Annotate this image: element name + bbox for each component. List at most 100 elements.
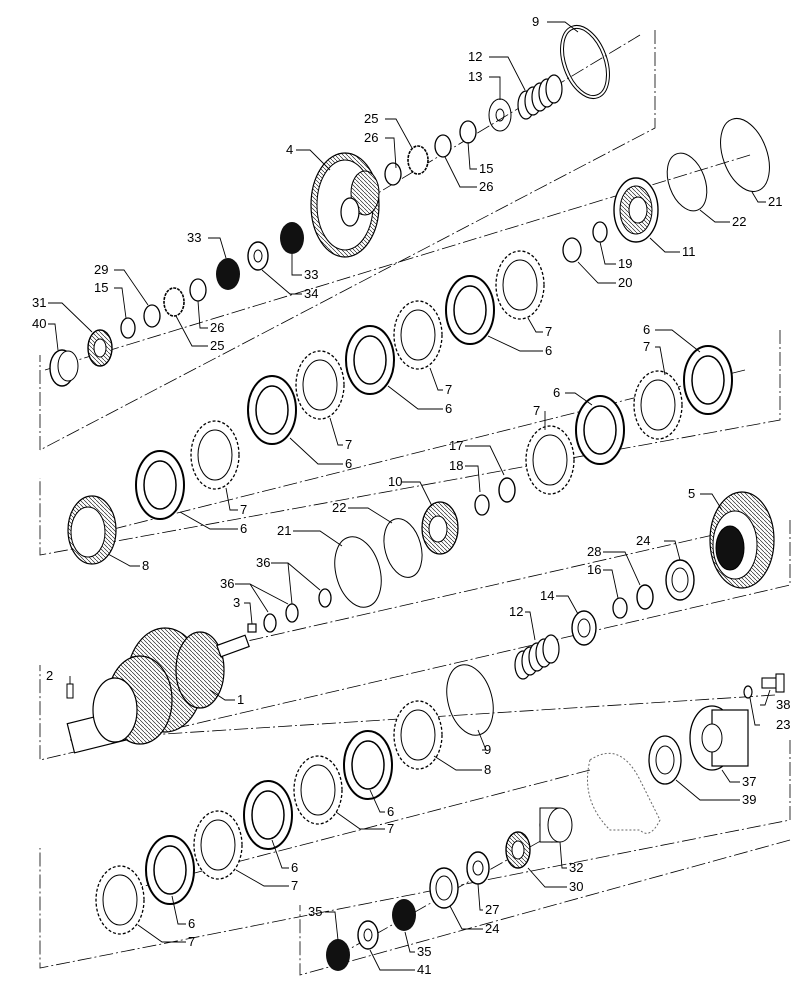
callout-27: 27 <box>485 902 499 917</box>
callout-14: 14 <box>540 588 554 603</box>
callout-24: 24 <box>485 921 499 936</box>
callout-8: 8 <box>484 762 491 777</box>
part-upper-small-rings <box>384 120 477 186</box>
part-22-ring <box>666 152 708 212</box>
part-33-needle-bearing <box>216 222 304 290</box>
callout-32: 32 <box>569 860 583 875</box>
callout-15: 15 <box>479 161 493 176</box>
callout-35: 35 <box>417 944 431 959</box>
callout-36: 36 <box>220 576 234 591</box>
callout-7: 7 <box>643 339 650 354</box>
callout-33: 33 <box>304 267 318 282</box>
callout-7: 7 <box>445 382 452 397</box>
part-24-plate-lower <box>429 867 459 909</box>
part-left-small-rings <box>120 278 207 339</box>
callout-29: 29 <box>94 262 108 277</box>
callout-7: 7 <box>545 324 552 339</box>
callout-23: 23 <box>776 717 790 732</box>
callout-17: 17 <box>449 438 463 453</box>
callout-39: 39 <box>742 792 756 807</box>
callout-13: 13 <box>468 69 482 84</box>
callout-9: 9 <box>532 14 539 29</box>
callout-6: 6 <box>291 860 298 875</box>
callout-40: 40 <box>32 316 46 331</box>
callout-25: 25 <box>210 338 224 353</box>
callout-labels: 9 12 13 25 26 15 26 4 33 33 34 29 15 26 … <box>32 14 790 977</box>
callout-6: 6 <box>345 456 352 471</box>
part-9-ring-lower <box>446 664 494 736</box>
callout-25: 25 <box>364 111 378 126</box>
callout-38: 38 <box>776 697 790 712</box>
callout-6: 6 <box>545 343 552 358</box>
callout-20: 20 <box>618 275 632 290</box>
callout-6: 6 <box>387 804 394 819</box>
part-27-washer <box>466 851 490 885</box>
part-30-bearing <box>505 831 531 869</box>
part-23-washer <box>743 685 753 699</box>
part-19-20-rings <box>562 221 608 263</box>
clutch-pack-upper <box>135 250 545 520</box>
callout-35: 35 <box>308 904 322 919</box>
transmission-case-outline <box>587 752 661 834</box>
callout-8: 8 <box>142 558 149 573</box>
part-11-piston <box>613 177 659 243</box>
callout-4: 4 <box>286 142 293 157</box>
callout-7: 7 <box>240 502 247 517</box>
part-32-sleeve <box>539 807 573 843</box>
part-37-housing <box>689 705 749 771</box>
callout-6: 6 <box>240 521 247 536</box>
callout-26: 26 <box>364 130 378 145</box>
leader-lines <box>48 21 771 971</box>
part-2-pin <box>66 683 74 699</box>
part-38-bolt <box>761 673 785 693</box>
callout-33: 33 <box>187 230 201 245</box>
callout-18: 18 <box>449 458 463 473</box>
callout-2: 2 <box>46 668 53 683</box>
callout-3: 3 <box>233 595 240 610</box>
callout-5: 5 <box>688 486 695 501</box>
callout-6: 6 <box>445 401 452 416</box>
callout-6: 6 <box>643 322 650 337</box>
callout-7: 7 <box>533 403 540 418</box>
callout-30: 30 <box>569 879 583 894</box>
callout-22: 22 <box>732 214 746 229</box>
part-5-gear <box>709 491 775 589</box>
callout-7: 7 <box>291 878 298 893</box>
part-40-race <box>49 349 79 387</box>
clutch-pack-middle <box>525 345 733 495</box>
part-21-ring <box>720 118 770 192</box>
callout-7: 7 <box>387 821 394 836</box>
group-boundaries <box>39 30 791 976</box>
callout-12: 12 <box>509 604 523 619</box>
part-22-21-rings-middle <box>334 518 423 608</box>
callout-37: 37 <box>742 774 756 789</box>
callout-12: 12 <box>468 49 482 64</box>
callout-16: 16 <box>587 562 601 577</box>
part-4-gear <box>310 152 380 258</box>
callout-10: 10 <box>388 474 402 489</box>
callout-6: 6 <box>553 385 560 400</box>
callout-21: 21 <box>277 523 291 538</box>
part-39-gasket <box>648 735 682 785</box>
callout-24: 24 <box>636 533 650 548</box>
part-17-18-rings <box>474 477 516 516</box>
part-28-16-rings <box>612 584 654 619</box>
callout-26: 26 <box>210 320 224 335</box>
callout-9: 9 <box>484 742 491 757</box>
callout-26: 26 <box>479 179 493 194</box>
callout-6: 6 <box>188 916 195 931</box>
part-35-needle-bearings-lower <box>326 899 416 971</box>
callout-22: 22 <box>332 500 346 515</box>
part-41-washer <box>357 920 379 950</box>
callout-15: 15 <box>94 280 108 295</box>
part-8-gear <box>67 495 117 565</box>
part-36-3-small <box>247 588 332 633</box>
part-1-main-shaft <box>66 627 250 754</box>
part-10-hub <box>421 501 459 555</box>
part-34-washer <box>247 241 269 271</box>
part-12-spring-lower <box>514 634 560 680</box>
clutch-pack-lower <box>95 700 443 935</box>
callout-19: 19 <box>618 256 632 271</box>
callout-34: 34 <box>304 286 318 301</box>
